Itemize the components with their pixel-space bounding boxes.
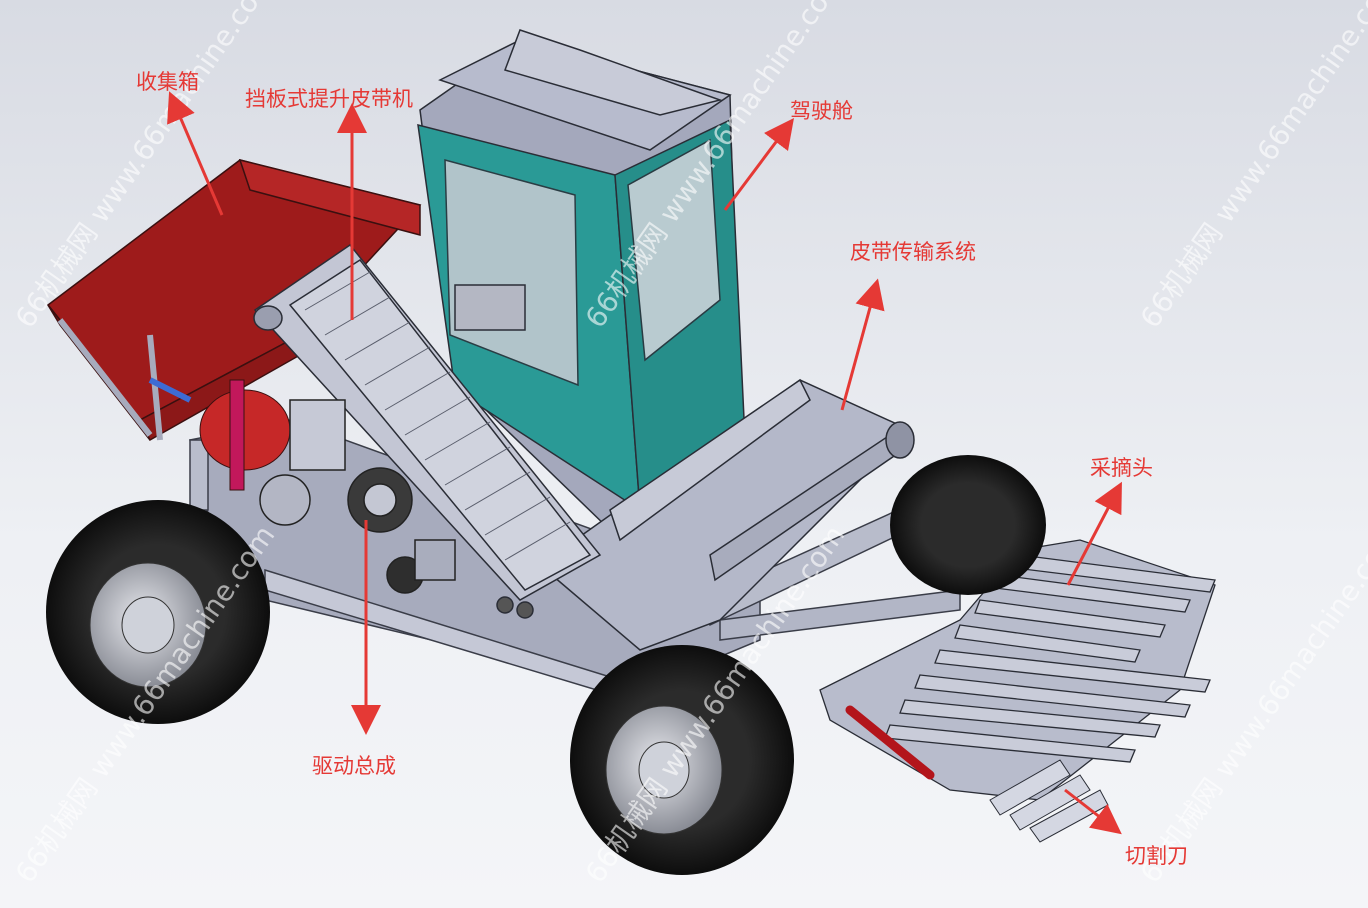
arrow-collection-box bbox=[167, 91, 224, 216]
drive-assembly bbox=[259, 399, 456, 594]
front-right-wheel bbox=[890, 455, 1046, 595]
tank bbox=[199, 379, 291, 491]
cab bbox=[417, 29, 746, 531]
rear-left-wheel bbox=[46, 500, 270, 724]
hydraulic-cylinder bbox=[845, 705, 935, 780]
arrow-cab bbox=[723, 118, 794, 211]
label-collection-box: 收集箱 bbox=[136, 70, 199, 94]
label-drive-assembly: 驱动总成 bbox=[312, 754, 396, 778]
front-left-wheel bbox=[570, 645, 794, 875]
label-belt-transport: 皮带传输系统 bbox=[850, 240, 976, 264]
baffle-belt-lifter bbox=[253, 243, 602, 619]
label-cab: 驾驶舱 bbox=[790, 99, 853, 123]
label-cutter: 切割刀 bbox=[1125, 844, 1188, 868]
label-picking-head: 采摘头 bbox=[1090, 456, 1153, 480]
callout-arrows bbox=[167, 91, 1122, 835]
watermark-text: 66机械网 www.66machine.com bbox=[1134, 0, 1368, 334]
arrow-picking-head bbox=[1066, 481, 1122, 586]
cutter bbox=[989, 759, 1109, 843]
picking-head bbox=[819, 539, 1216, 801]
label-baffle-belt-lifter: 挡板式提升皮带机 bbox=[245, 87, 413, 111]
belt-transport-system bbox=[538, 378, 915, 651]
arrow-belt-transport bbox=[840, 278, 885, 411]
arrow-cutter bbox=[1064, 788, 1122, 835]
